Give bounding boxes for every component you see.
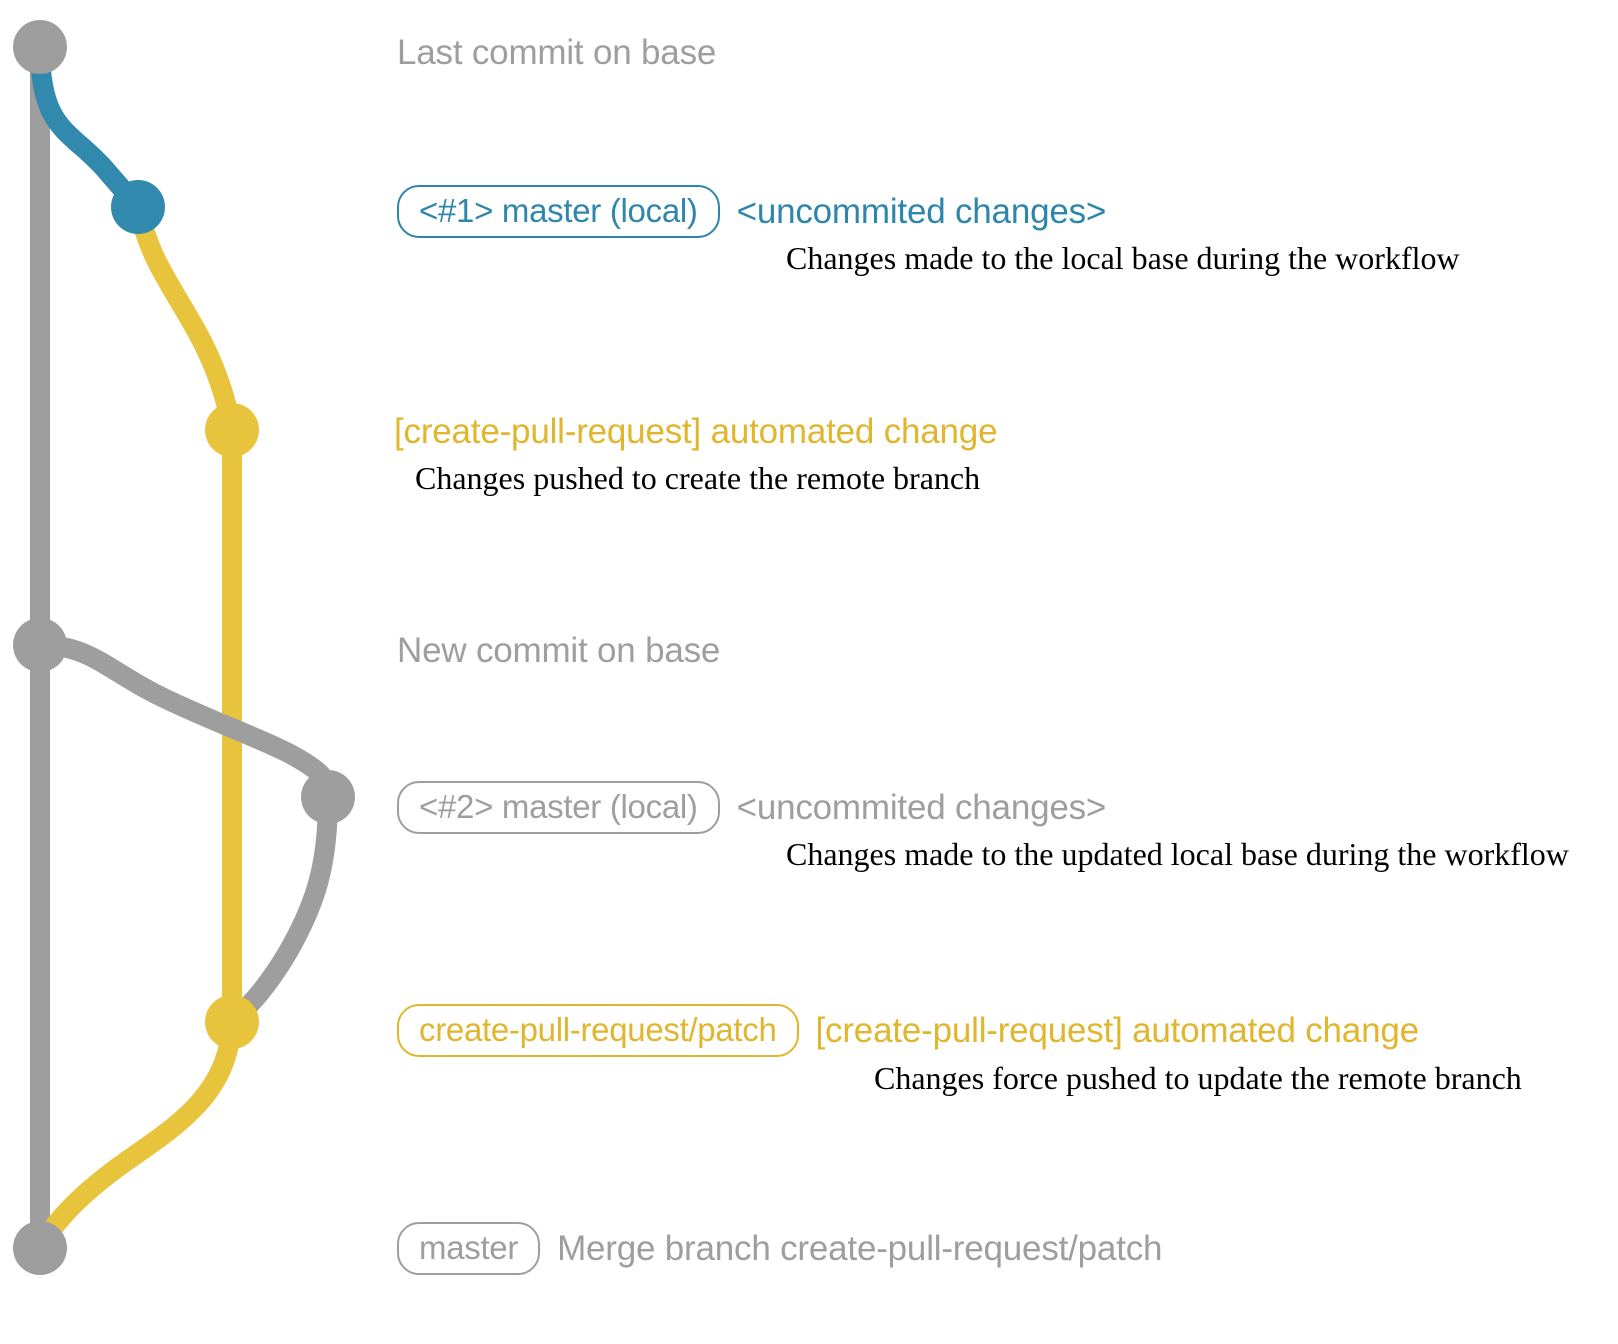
commit-message-last-commit-on-base: Last commit on base xyxy=(397,33,717,72)
commit-node-base-new[interactable] xyxy=(13,618,67,672)
row-master-local-2: <#2> master (local) <uncommited changes> xyxy=(397,781,1106,834)
description-master-local-2: Changes made to the updated local base d… xyxy=(786,836,1569,872)
commit-message-automated-change-1: [create-pull-request] automated change xyxy=(394,412,998,451)
commit-message-master-local-2: <uncommited changes> xyxy=(736,787,1107,827)
branch-badge-create-pull-request-patch[interactable]: create-pull-request/patch xyxy=(397,1004,799,1057)
commit-node-base-last[interactable] xyxy=(13,20,67,74)
commit-message-master-local-1: <uncommited changes> xyxy=(736,191,1107,231)
commit-message-master-merge: Merge branch create-pull-request/patch xyxy=(557,1228,1163,1268)
commit-message-new-commit-on-base: New commit on base xyxy=(397,631,721,670)
row-last-commit-on-base: Last commit on base xyxy=(397,33,716,73)
commit-node-patch-2[interactable] xyxy=(205,995,259,1049)
branch-badge-master-local-1[interactable]: <#1> master (local) xyxy=(397,185,720,238)
commit-message-automated-change-2: [create-pull-request] automated change xyxy=(815,1010,1420,1050)
patch2-to-merge-path xyxy=(30,1012,242,1258)
description-automated-change-2: Changes force pushed to update the remot… xyxy=(874,1060,1522,1096)
description-master-local-1: Changes made to the local base during th… xyxy=(786,240,1460,276)
branch-badge-master[interactable]: master xyxy=(397,1222,541,1275)
commit-node-master-local-1[interactable] xyxy=(111,180,165,234)
commit-node-master-local-2[interactable] xyxy=(301,770,355,824)
git-graph xyxy=(13,20,355,1275)
patch-lane-upper-path xyxy=(128,197,242,440)
description-automated-change-1: Changes pushed to create the remote bran… xyxy=(415,460,981,496)
commit-nodes xyxy=(13,20,355,1275)
row-master-merge: master Merge branch create-pull-request/… xyxy=(397,1222,1162,1275)
branch-badge-master-local-2[interactable]: <#2> master (local) xyxy=(397,781,720,834)
row-automated-change-2: create-pull-request/patch [create-pull-r… xyxy=(397,1004,1419,1057)
row-new-commit-on-base: New commit on base xyxy=(397,631,720,671)
row-automated-change-1: [create-pull-request] automated change xyxy=(394,412,998,452)
commit-node-patch-1[interactable] xyxy=(205,403,259,457)
commit-node-master-merge[interactable] xyxy=(13,1221,67,1275)
row-master-local-1: <#1> master (local) <uncommited changes> xyxy=(397,185,1106,238)
